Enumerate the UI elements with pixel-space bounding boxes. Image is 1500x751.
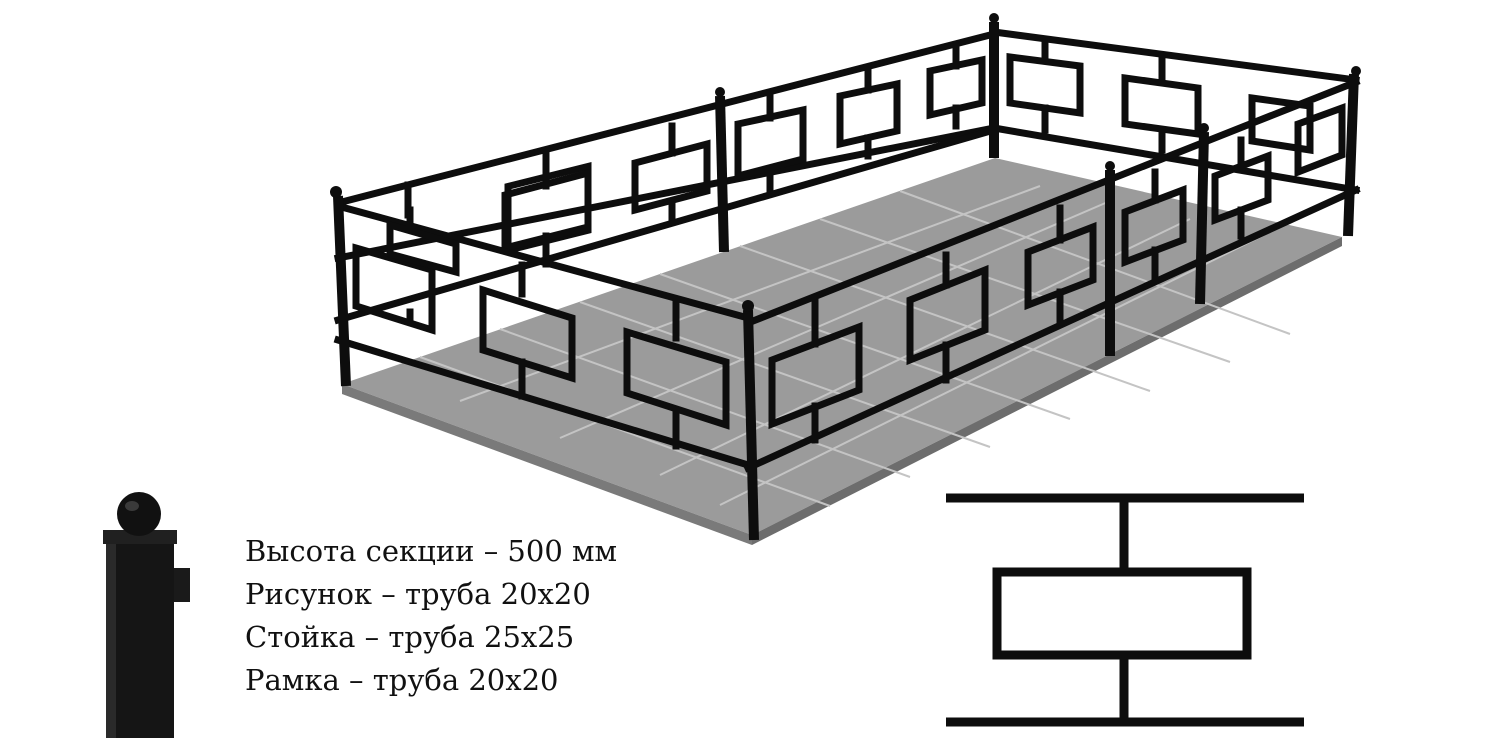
post-ball-caps — [330, 13, 1361, 312]
slab-front-edge — [342, 384, 752, 545]
pattern-schematic — [946, 493, 1304, 727]
fence-front-right-side — [743, 77, 1361, 473]
post-front-right-inner — [1195, 131, 1209, 305]
fence-front-left-side — [333, 201, 753, 470]
post-back-left-mid — [715, 95, 729, 253]
post-ball-cap — [117, 492, 161, 536]
spec-frame-tube: Рамка – труба 20х20 — [245, 663, 559, 697]
spec-list: Высота секции – 500 мм Рисунок – труба 2… — [245, 530, 617, 702]
spec-pattern-tube: Рисунок – труба 20х20 — [245, 577, 591, 611]
slab-right-edge — [752, 237, 1342, 545]
fence-posts — [333, 22, 1359, 541]
post-front-corner — [743, 309, 759, 541]
post-front-left-corner — [333, 195, 351, 387]
fence-back-right-side — [989, 28, 1361, 195]
fence-frame — [330, 13, 1361, 541]
spec-post-tube: Стойка – труба 25х25 — [245, 620, 575, 654]
spec-section-height: Высота секции – 500 мм — [245, 534, 618, 568]
post-detail-closeup — [103, 492, 190, 738]
fence-back-left-side — [333, 29, 999, 325]
slab-top — [342, 158, 1342, 535]
post-right-corner — [1343, 73, 1359, 237]
